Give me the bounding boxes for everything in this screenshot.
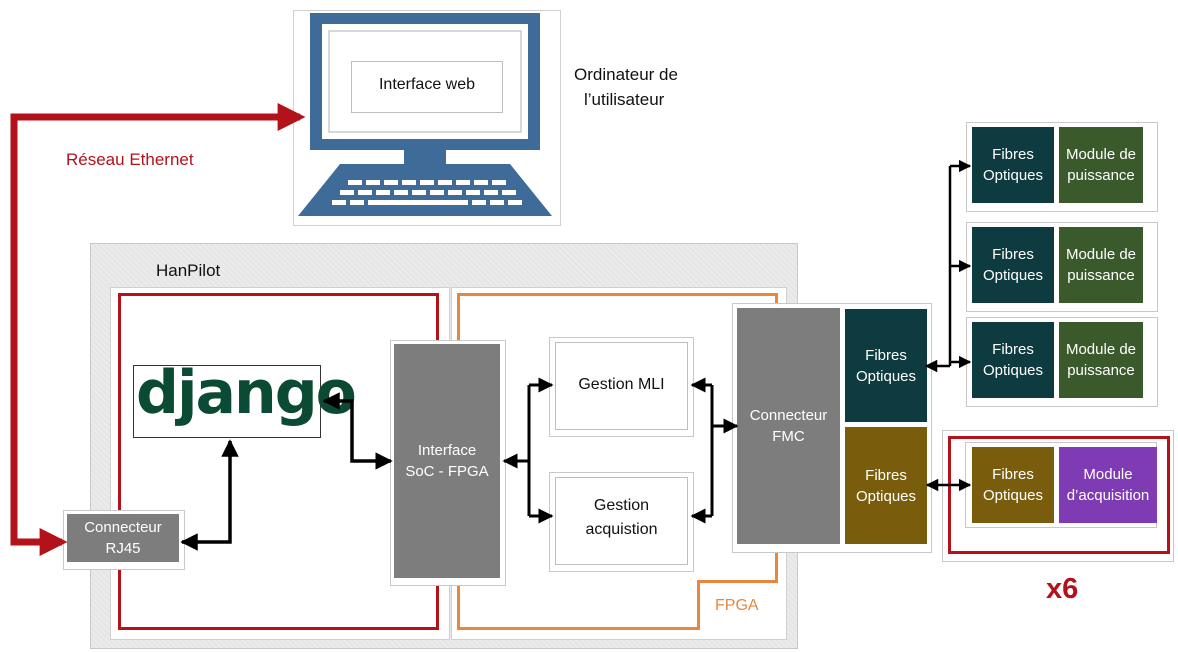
acq-module-fibres-line2: Optiques (982, 487, 1044, 504)
computer-caption-line2: l’utilisateur (584, 90, 665, 109)
acq-label-line1: Gestion (593, 497, 650, 514)
rj45-django-link (180, 439, 239, 551)
acquisition-module-line1: Module (1083, 466, 1133, 483)
acq-block (555, 477, 688, 565)
fpga-label: FPGA (715, 597, 759, 614)
power-module-1-line2: puissance (1067, 167, 1135, 184)
fmc-fibres-acq: Fibres Optiques (845, 427, 927, 544)
acq-module-fibres: Fibres Optiques (972, 447, 1054, 523)
power-fibres-2: Fibres Optiques (972, 227, 1054, 303)
ethernet-link (10, 103, 306, 556)
power-fibres-2-line2: Optiques (982, 267, 1044, 284)
power-module-2-line1: Module de (1065, 246, 1137, 263)
soc-line2: SoC - FPGA (405, 463, 489, 480)
fmc-line1: Connecteur (749, 407, 828, 424)
computer-caption-line1: Ordinateur de (574, 65, 678, 84)
keyboard-keys-group (332, 180, 522, 205)
fmc-fibres-power-line2: Optiques (855, 367, 917, 385)
fmc-fibres-acq-line1: Fibres (865, 466, 907, 484)
power-fibres-1-line2: Optiques (982, 167, 1044, 184)
acq-module-highlight (948, 436, 1170, 554)
fmc-fibres-power-line1: Fibres (865, 346, 907, 364)
power-fibres-2-line1: Fibres (992, 246, 1034, 263)
acq-module-fibres-line1: Fibres (992, 466, 1034, 483)
power-module-3-line1: Module de (1065, 341, 1137, 358)
soc-line1: Interface (417, 442, 477, 459)
acquisition-module: Module d’acquisition (1059, 447, 1157, 523)
power-fibres-3: Fibres Optiques (972, 322, 1054, 398)
multiplier-label: x6 (1046, 573, 1079, 605)
power-fibres-1-line1: Fibres (992, 146, 1034, 163)
soc-fpga-interface: Interface SoC - FPGA (394, 344, 500, 578)
mli-label: Gestion MLI (578, 376, 665, 393)
fmc-connector: Connecteur FMC (737, 308, 840, 544)
power-module-3: Module de puissance (1059, 322, 1143, 398)
django-soc-link (322, 392, 393, 470)
acq-label-line2: acquistion (585, 521, 658, 538)
power-fibres-3-line1: Fibres (992, 341, 1034, 358)
power-fibres-1: Fibres Optiques (972, 127, 1054, 203)
power-module-1: Module de puissance (1059, 127, 1143, 203)
fmc-fibres-power: Fibres Optiques (845, 309, 927, 422)
power-module-2: Module de puissance (1059, 227, 1143, 303)
mli-block (555, 342, 688, 430)
fpga-label-box (697, 580, 778, 630)
power-module-1-line1: Module de (1065, 146, 1137, 163)
screen-window (351, 61, 503, 113)
acquisition-module-line2: d’acquisition (1066, 487, 1150, 504)
power-fibres-3-line2: Optiques (982, 362, 1044, 379)
fmc-line2: FMC (772, 428, 805, 445)
fmc-fibres-acq-line2: Optiques (855, 487, 917, 505)
power-module-3-line2: puissance (1067, 362, 1135, 379)
screen-label: Interface web (378, 76, 476, 93)
power-module-2-line2: puissance (1067, 267, 1135, 284)
